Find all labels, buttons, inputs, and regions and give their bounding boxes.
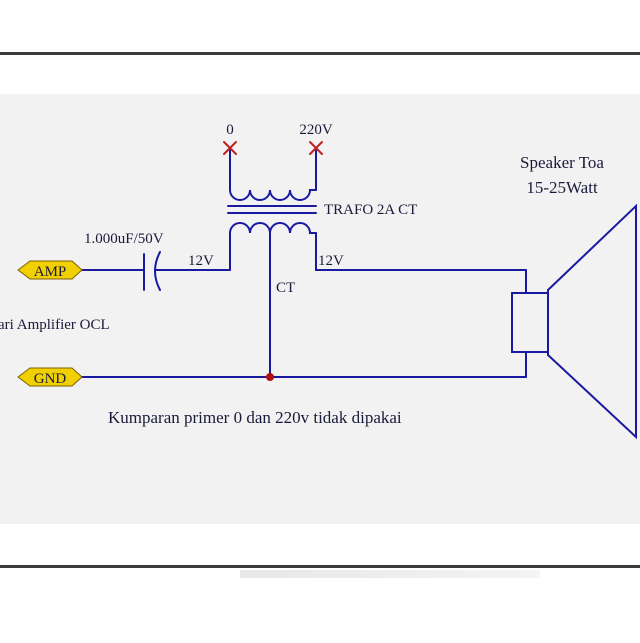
speaker-magnet [511,292,549,353]
label-speaker-power: 15-25Watt [526,178,598,197]
secondary-coil [229,222,317,234]
gnd-terminal: GND [17,367,83,387]
label-speaker-name: Speaker Toa [520,153,604,172]
label-trafo: TRAFO 2A CT [324,202,417,218]
capacitor-plate-curved [154,251,161,291]
diagram-background [0,94,640,524]
speaker-cone [547,203,637,440]
top-border-bar [0,0,640,55]
amp-terminal-label: AMP [34,264,67,280]
ground-junction-dot [266,373,274,381]
unused-marker-0 [223,141,237,155]
label-center-tap: CT [276,280,295,296]
gnd-terminal-label: GND [34,371,67,387]
label-note: Kumparan primer 0 dan 220v tidak dipakai [108,408,402,427]
amp-terminal: AMP [17,260,83,280]
label-amp-source: ari Amplifier OCL [0,317,110,333]
primary-coil [229,189,317,201]
label-primary-0: 0 [226,122,234,138]
label-capacitor: 1.000uF/50V [84,231,164,247]
unused-marker-220v [309,141,323,155]
label-secondary-right-12v: 12V [318,253,344,269]
bottom-border-bar [0,565,640,643]
label-secondary-left-12v: 12V [188,253,214,269]
faded-caption-strip [240,570,540,578]
label-primary-220v: 220V [299,122,333,138]
